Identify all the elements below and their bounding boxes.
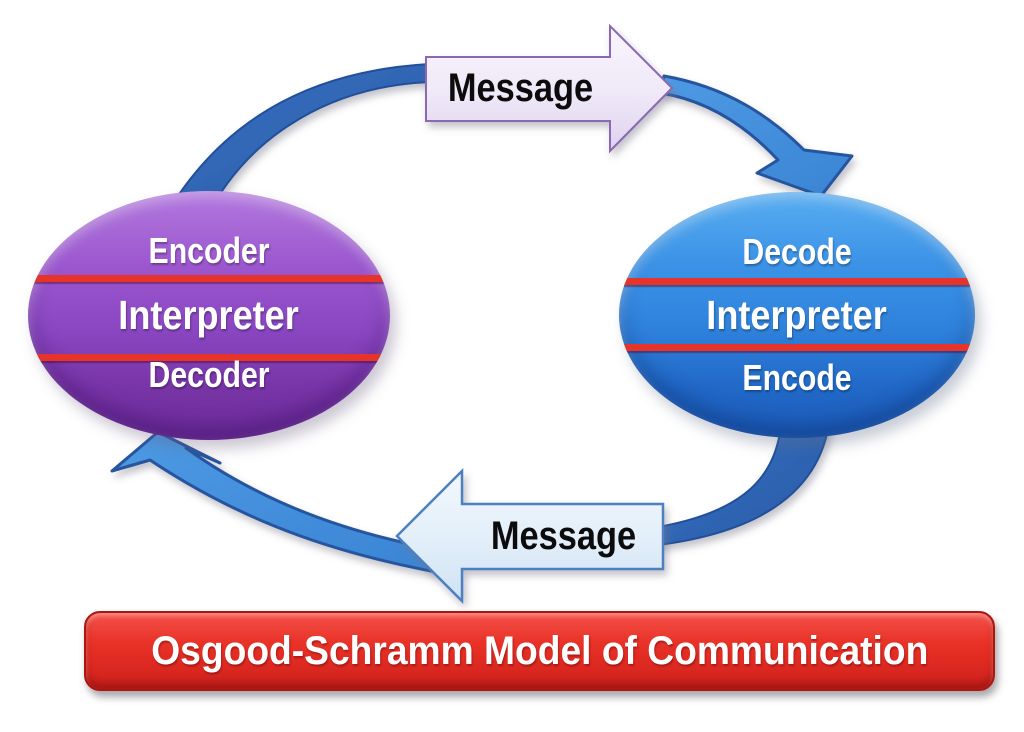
diagram-title: Osgood-Schramm Model of Communication <box>150 628 929 673</box>
sender-ellipse: Encoder Interpreter Decoder <box>28 191 390 440</box>
right-node-row-encode: Encode <box>619 352 975 404</box>
flow-curve-bottom-right <box>657 423 831 547</box>
left-node-row-encoder: Encoder <box>28 223 390 279</box>
message-label-bottom: Message <box>490 513 636 558</box>
title-banner: Osgood-Schramm Model of Communication <box>84 611 995 691</box>
right-node-row-label: Encode <box>742 357 852 398</box>
right-node-row-label: Interpreter <box>706 291 888 338</box>
receiver-ellipse: Decode Interpreter Encode <box>619 192 975 438</box>
right-node-row-interpreter: Interpreter <box>619 287 975 343</box>
left-node-row-decoder: Decoder <box>28 349 390 401</box>
divider-line <box>619 344 975 351</box>
left-node-row-label: Encoder <box>148 230 270 271</box>
right-node-row-label: Decode <box>742 231 852 272</box>
flow-arrowhead-bottom-left <box>110 430 442 574</box>
divider-line <box>28 354 390 361</box>
left-node-row-label: Interpreter <box>118 291 300 338</box>
left-node-row-label: Decoder <box>148 354 270 395</box>
divider-line <box>619 278 975 285</box>
left-node-row-interpreter: Interpreter <box>28 287 390 343</box>
message-label-top: Message <box>447 65 593 110</box>
divider-line <box>28 275 390 282</box>
message-arrow-right-shape <box>425 23 674 154</box>
flow-arrowhead-top-right <box>658 74 854 198</box>
message-arrow-left-shape <box>395 467 665 605</box>
right-node-row-decode: Decode <box>619 224 975 280</box>
